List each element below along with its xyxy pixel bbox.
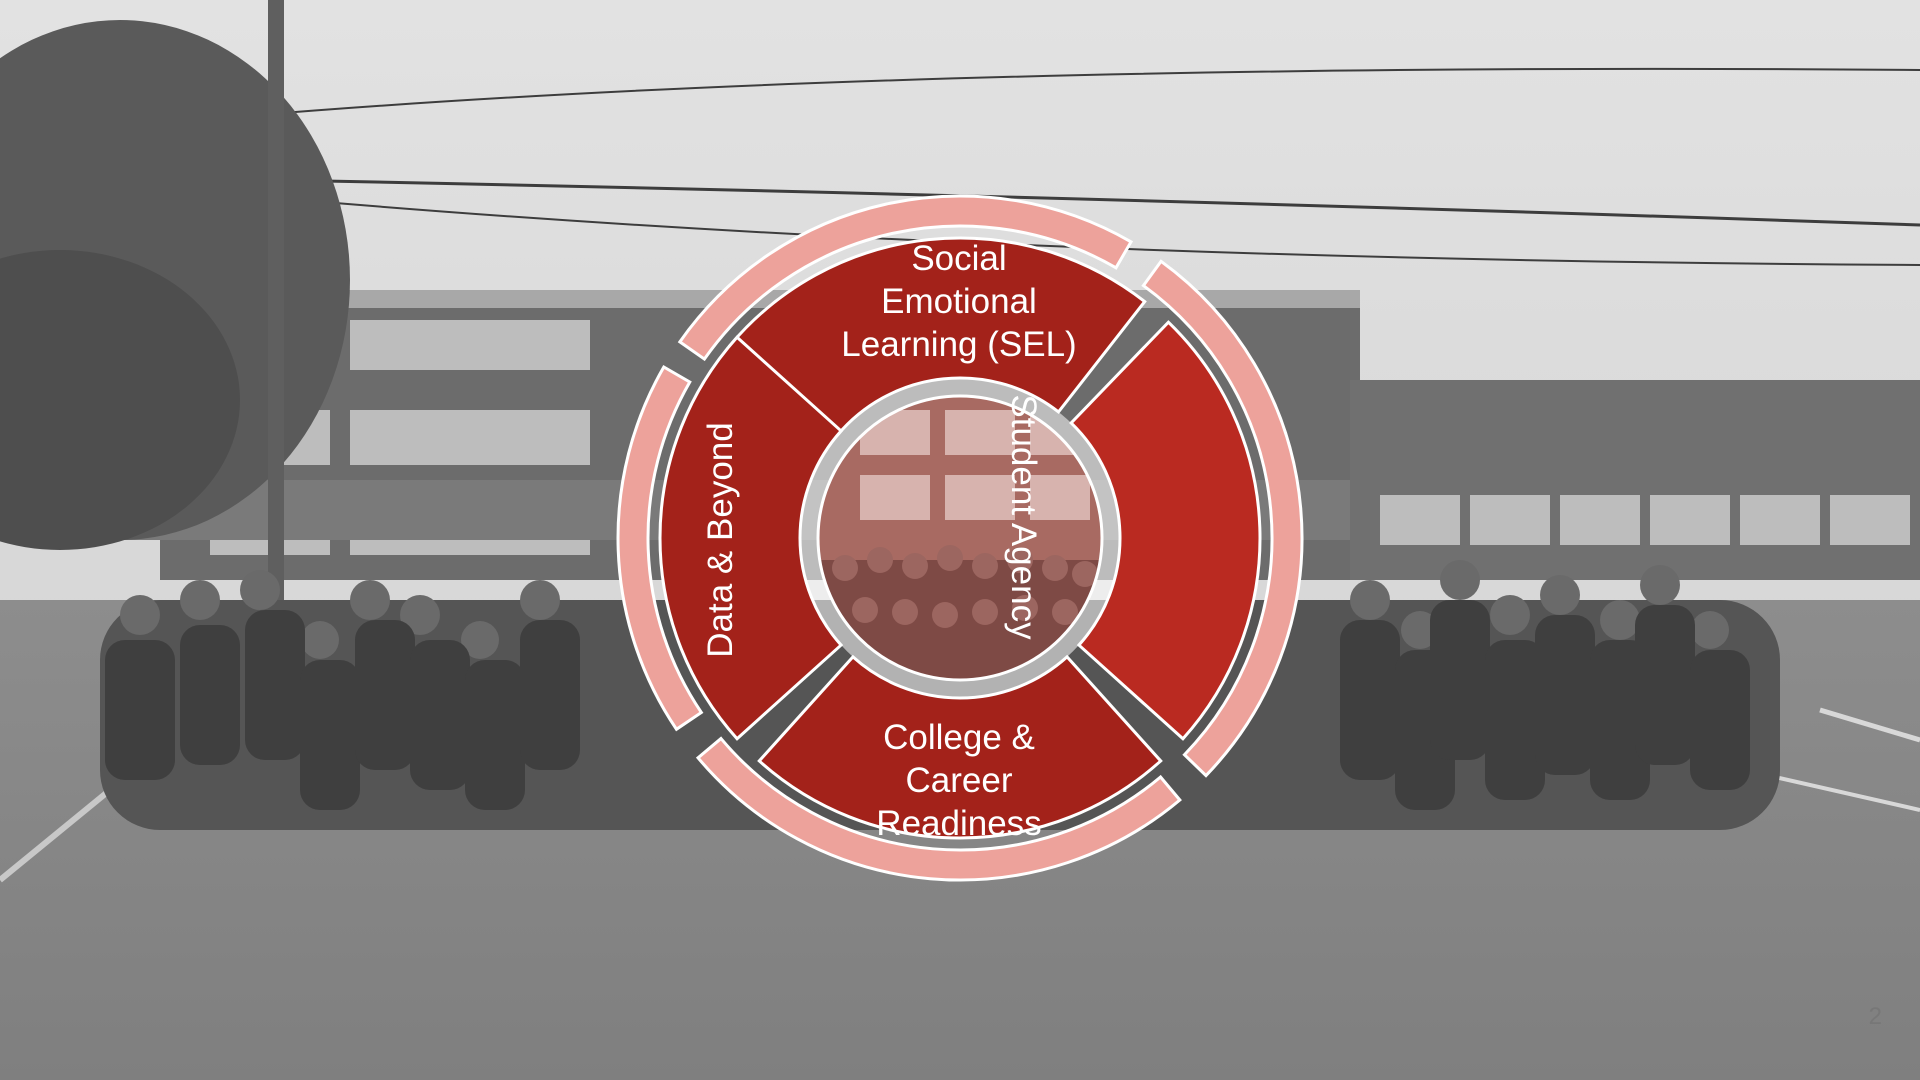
utility-pole	[268, 0, 284, 620]
segment-label-data-beyond: Data & Beyond	[701, 422, 740, 658]
page-number: 2	[1868, 1003, 1882, 1030]
segment-label-student-agency: Student Agency	[1004, 394, 1043, 640]
outer-arc-left	[616, 364, 704, 732]
outer-arc-top	[677, 194, 1134, 362]
outer-ring	[616, 194, 1304, 882]
center-photo	[800, 378, 1120, 698]
segment-group	[658, 236, 1262, 840]
outer-arc-right	[1141, 259, 1304, 778]
outer-arc-bottom	[695, 736, 1182, 882]
segment-label-sel: Social Emotional Learning (SEL)	[841, 239, 1077, 364]
school-building-right	[1350, 380, 1920, 580]
segment-label-college-career: College & Career Readiness	[876, 718, 1042, 843]
power-line	[299, 199, 1920, 266]
